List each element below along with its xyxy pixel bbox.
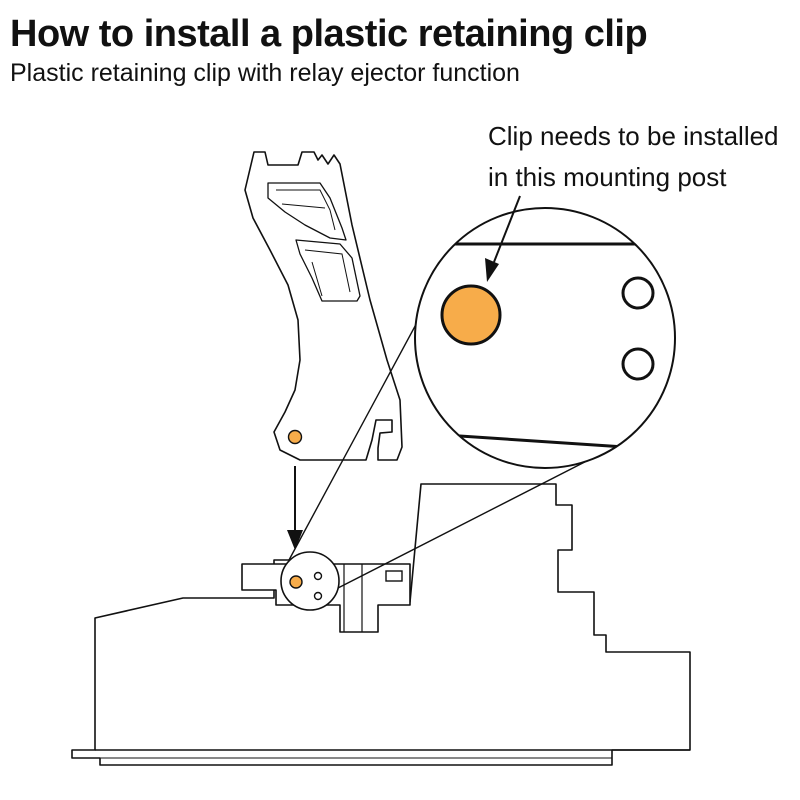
detail-circle-small [280,551,340,611]
callout-label: Clip needs to be installed in this mount… [488,116,779,198]
callout-arrow-head [485,258,499,282]
post-hole-large-2 [621,347,655,381]
zoom-detail-circle [414,207,676,469]
retaining-clip [244,151,403,461]
zoom-connector-lower [337,444,619,589]
callout-arrow-shaft [493,195,521,263]
mounting-post-dot-large [440,284,502,346]
post-hole-small-2 [313,591,323,601]
clip-window-upper [267,182,347,241]
page-title: How to install a plastic retaining clip [10,13,648,55]
relay-base-housing [71,483,691,766]
callout-line-2: in this mounting post [488,162,727,192]
post-hole-large-1 [621,276,655,310]
install-arrow-head [287,530,303,550]
mounting-post-dot-small [289,575,303,589]
page-subtitle: Plastic retaining clip with relay ejecto… [10,59,520,87]
clip-mounting-dot [287,429,303,445]
callout-line-1: Clip needs to be installed [488,121,779,151]
mounting-slot [385,570,403,582]
post-hole-small-1 [313,571,323,581]
clip-window-lower [295,239,361,302]
